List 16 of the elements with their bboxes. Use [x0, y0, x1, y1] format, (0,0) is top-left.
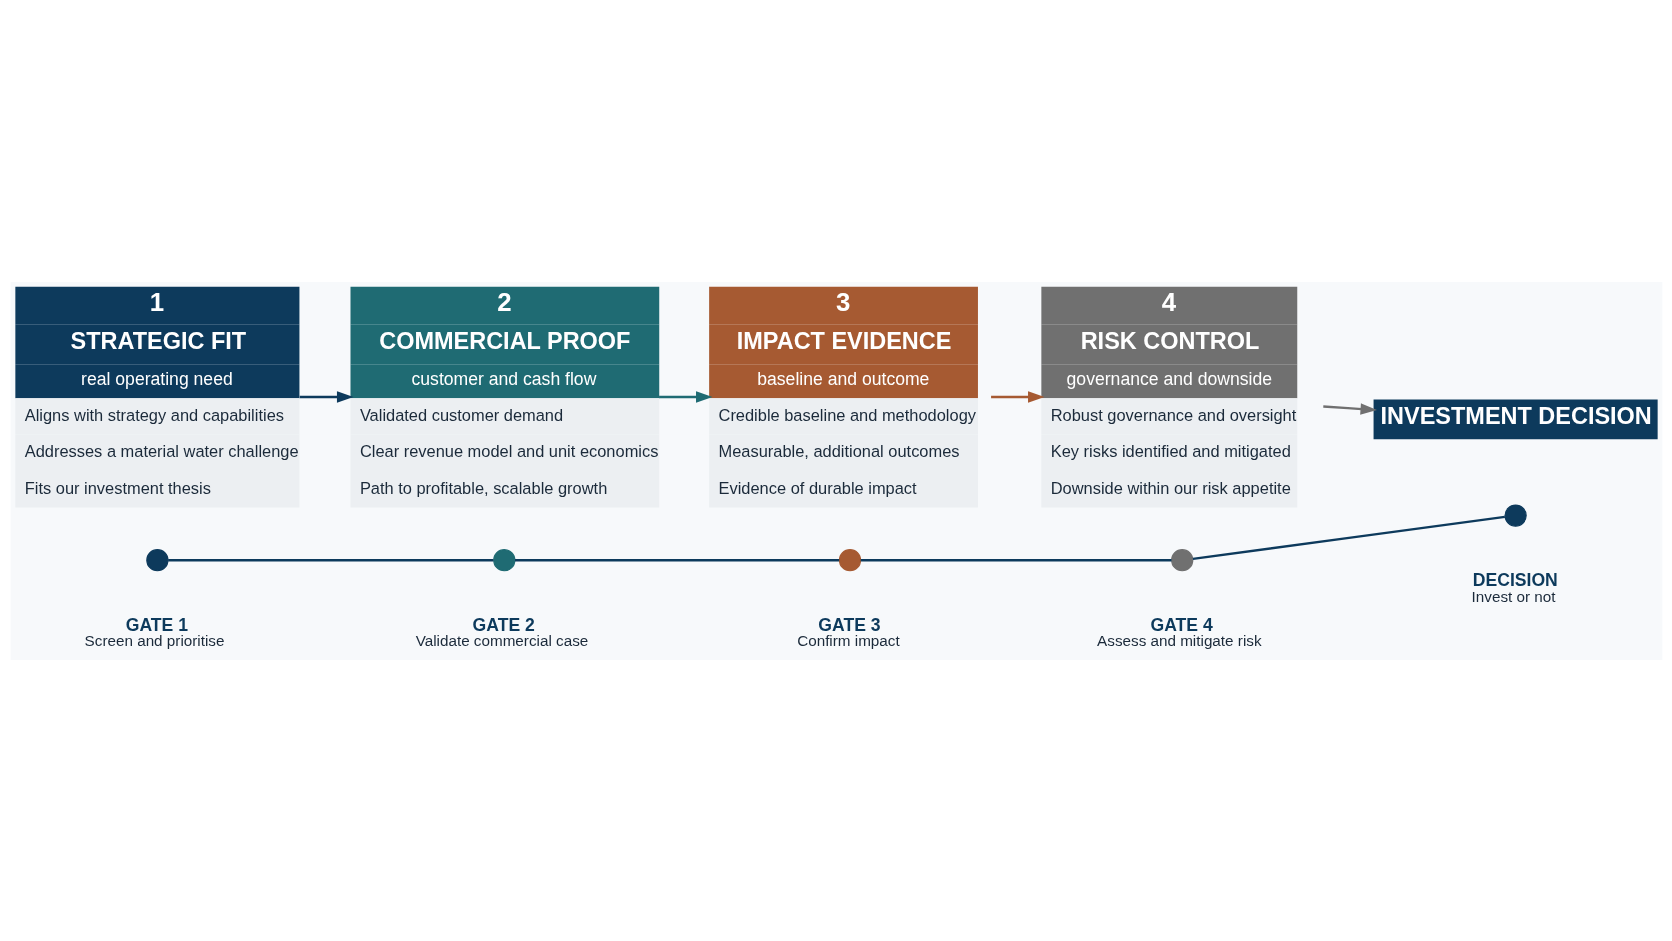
- arrow: [990, 390, 1044, 403]
- node-label: Invest or not: [1471, 587, 1556, 605]
- node-circle: [145, 548, 169, 571]
- arrow: [299, 390, 353, 403]
- node-circle: [1170, 548, 1193, 571]
- node-circle: [838, 548, 861, 571]
- connector: [167, 558, 493, 561]
- node-label: DECISION: [1472, 569, 1558, 590]
- connector: [514, 558, 839, 561]
- arrow: [1322, 402, 1377, 415]
- node-box: INVESTMENT DECISION: [1373, 398, 1658, 439]
- arrow: [658, 390, 712, 403]
- node-circle: [1503, 503, 1527, 527]
- node-circle: [492, 548, 515, 571]
- connector: [860, 558, 1171, 561]
- connector: [1192, 515, 1505, 560]
